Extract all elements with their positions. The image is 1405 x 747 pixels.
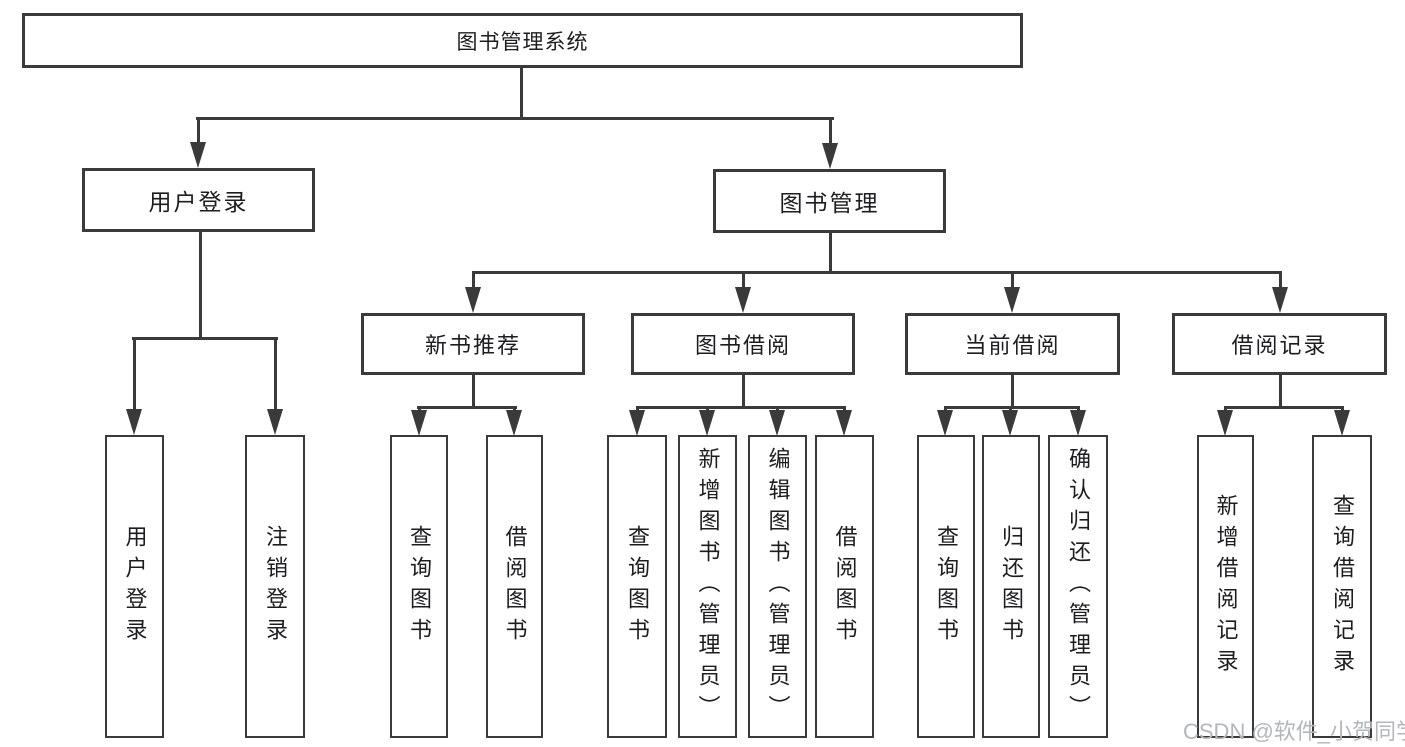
connector-line (199, 232, 202, 338)
connector-line (472, 375, 475, 408)
connector-line (944, 406, 1080, 409)
connector-line (829, 118, 832, 143)
arrowhead-down-icon (836, 410, 852, 436)
connector-line (417, 406, 517, 409)
arrowhead-down-icon (267, 409, 283, 435)
connector-line (636, 406, 846, 409)
node-record-add-borrow: 新增借阅记录 (1197, 435, 1254, 738)
node-borrow-borrow-books: 借阅图书 (815, 435, 874, 738)
arrowhead-down-icon (1217, 410, 1233, 436)
arrowhead-down-icon (937, 410, 953, 436)
arrowhead-down-icon (629, 410, 645, 436)
arrowhead-down-icon (465, 287, 481, 313)
arrowhead-down-icon (506, 410, 522, 436)
connector-line (132, 337, 278, 340)
arrowhead-down-icon (769, 410, 785, 436)
connector-line (472, 272, 475, 288)
node-current-borrow: 当前借阅 (905, 313, 1120, 375)
connector-line (1279, 375, 1282, 408)
arrowhead-down-icon (1070, 410, 1086, 436)
connector-line (1279, 272, 1282, 288)
node-new-book-recommend: 新书推荐 (361, 313, 585, 375)
arrowhead-down-icon (735, 287, 751, 313)
connector-line (133, 337, 136, 410)
arrowhead-down-icon (1002, 410, 1018, 436)
arrowhead-down-icon (1334, 410, 1350, 436)
node-user-login: 用户登录 (82, 168, 315, 232)
arrowhead-down-icon (822, 143, 838, 169)
connector-line (829, 233, 832, 273)
connector-line (1011, 375, 1014, 408)
connector-line (742, 272, 745, 288)
node-root-library-system: 图书管理系统 (22, 13, 1023, 68)
connector-line (197, 118, 200, 143)
connector-line (520, 68, 523, 118)
node-current-return-books: 归还图书 (982, 435, 1040, 738)
node-logout-action: 注销登录 (245, 435, 305, 738)
node-borrow-query-books: 查询图书 (607, 435, 667, 738)
node-book-management: 图书管理 (713, 169, 946, 233)
connector-line (742, 375, 745, 408)
node-borrow-record: 借阅记录 (1172, 313, 1387, 375)
connector-line (196, 117, 834, 120)
node-current-query-books: 查询图书 (917, 435, 975, 738)
arrowhead-down-icon (1272, 287, 1288, 313)
arrowhead-down-icon (190, 142, 206, 168)
connector-line (274, 337, 277, 410)
node-book-borrow: 图书借阅 (631, 313, 855, 375)
node-recommend-query-books: 查询图书 (390, 435, 448, 738)
node-recommend-borrow-books: 借阅图书 (486, 435, 543, 738)
arrowhead-down-icon (699, 410, 715, 436)
arrowhead-down-icon (1004, 287, 1020, 313)
arrowhead-down-icon (411, 410, 427, 436)
node-borrow-edit-books: 编辑图书（管理员） (748, 435, 807, 738)
node-record-query-borrow: 查询借阅记录 (1312, 435, 1372, 738)
node-borrow-add-books: 新增图书（管理员） (678, 435, 737, 738)
connector-line (472, 271, 1282, 274)
csdn-watermark: CSDN @软件_小贺同学 (1183, 719, 1405, 744)
arrowhead-down-icon (126, 409, 142, 435)
node-user-login-action: 用户登录 (105, 435, 164, 738)
node-current-confirm-return: 确认归还（管理员） (1048, 435, 1108, 738)
connector-line (1011, 272, 1014, 288)
connector-line (1224, 406, 1344, 409)
